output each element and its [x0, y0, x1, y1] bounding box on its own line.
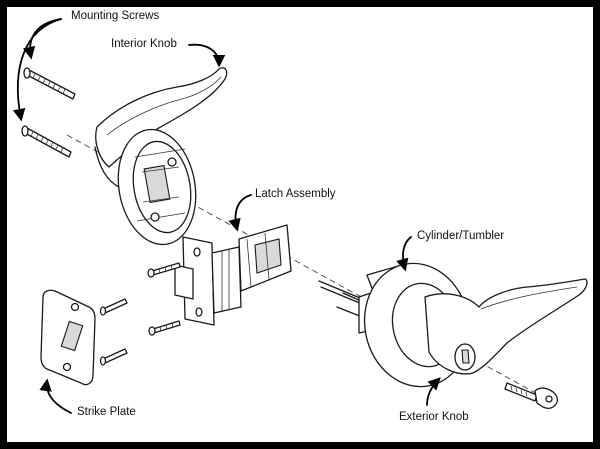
strike-screw-lower — [99, 348, 128, 366]
latch-assembly — [174, 224, 292, 326]
callout-arrow-mounting-screws-lower — [12, 18, 62, 122]
diagram-frame: Mounting Screws Interior Knob Latch Asse… — [7, 7, 593, 442]
strike-plate — [40, 289, 96, 386]
latch-screw-lower — [148, 320, 181, 336]
label-interior-knob: Interior Knob — [111, 38, 177, 50]
exterior-knob — [363, 262, 588, 388]
key — [504, 382, 558, 409]
label-exterior-knob: Exterior Knob — [399, 411, 469, 423]
callout-arrow-strike-plate — [39, 378, 72, 414]
callout-arrow-exterior-knob — [426, 377, 441, 406]
mounting-screw-lower — [21, 125, 72, 158]
label-mounting-screws: Mounting Screws — [71, 10, 160, 22]
mounting-screw-upper — [23, 67, 76, 100]
label-latch-assembly: Latch Assembly — [255, 188, 336, 200]
callout-arrow-latch-assembly — [228, 194, 252, 232]
label-strike-plate: Strike Plate — [77, 406, 136, 418]
strike-screw-upper — [99, 298, 128, 316]
latch-screw-upper — [147, 262, 181, 278]
interior-knob — [94, 67, 228, 246]
callout-arrow-interior-knob — [188, 43, 226, 68]
door-lever-exploded-view — [12, 18, 588, 414]
label-cylinder-tumbler: Cylinder/Tumbler — [417, 230, 505, 242]
callout-arrow-cylinder-tumbler — [396, 236, 412, 272]
